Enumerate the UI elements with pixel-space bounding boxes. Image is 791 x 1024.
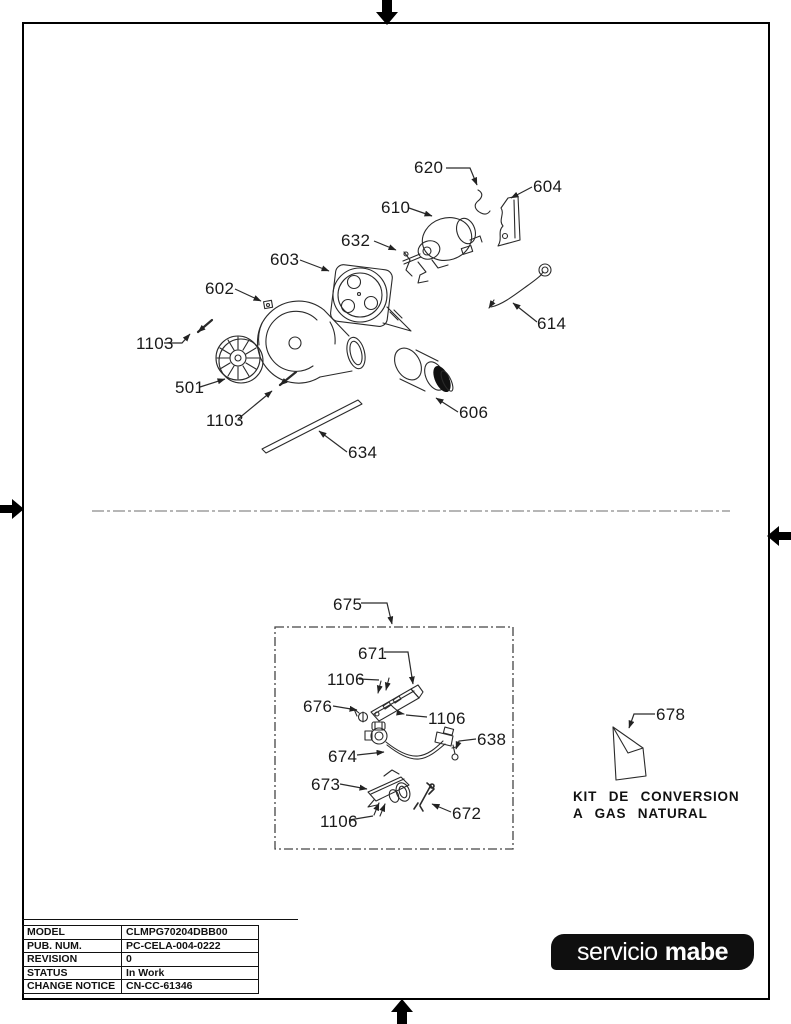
leader-lines bbox=[164, 167, 655, 821]
part-label-638: 638 bbox=[477, 730, 507, 749]
logo-word-mabe: mabe bbox=[664, 937, 729, 966]
part-label-675: 675 bbox=[333, 595, 363, 614]
leader-614 bbox=[512, 302, 538, 323]
part-label-634: 634 bbox=[348, 443, 378, 462]
info-table: MODEL CLMPG70204DBB00 PUB. NUM. PC-CELA-… bbox=[22, 925, 259, 994]
leader-603 bbox=[299, 259, 330, 272]
direction-arrows-1106a bbox=[376, 677, 391, 694]
leader-674 bbox=[356, 749, 385, 756]
part-label-678: 678 bbox=[656, 705, 686, 724]
gas-valve-674-drawing bbox=[364, 721, 455, 760]
gas-kit-note: KIT DE CONVERSION A GAS NATURAL bbox=[573, 788, 739, 822]
part-label-602: 602 bbox=[205, 279, 235, 298]
direction-arrow-1106b bbox=[390, 704, 405, 716]
part-label-676: 676 bbox=[303, 697, 333, 716]
part-label-632: 632 bbox=[341, 231, 371, 250]
part-label-604: 604 bbox=[533, 177, 563, 196]
leader-675 bbox=[361, 602, 394, 625]
part-label-501: 501 bbox=[175, 378, 205, 397]
part-label-620: 620 bbox=[414, 158, 444, 177]
logo-word-servicio: servicio bbox=[576, 937, 658, 966]
part-label-1103-b: 1103 bbox=[206, 411, 244, 430]
bracket-632-drawing bbox=[403, 251, 429, 284]
screw-1103a-drawing bbox=[196, 318, 214, 334]
leader-610 bbox=[408, 207, 433, 217]
table-field-label: STATUS bbox=[22, 965, 122, 980]
part-label-671: 671 bbox=[358, 644, 388, 663]
leader-673 bbox=[339, 783, 368, 791]
elbow-duct-606-drawing bbox=[394, 347, 454, 393]
clip-676-drawing bbox=[353, 708, 369, 723]
table-field-value: In Work bbox=[121, 965, 259, 980]
part-label-1106-a: 1106 bbox=[327, 670, 365, 689]
part-label-1103-a: 1103 bbox=[136, 334, 174, 353]
registration-arrow-right bbox=[767, 526, 791, 546]
table-row-status: STATUS In Work bbox=[22, 965, 259, 980]
registration-arrow-bottom bbox=[391, 999, 413, 1024]
part-label-674: 674 bbox=[328, 747, 358, 766]
leader-634 bbox=[318, 430, 348, 453]
leader-501 bbox=[199, 378, 226, 388]
leader-638 bbox=[455, 738, 477, 750]
screw-1103b-drawing bbox=[278, 370, 298, 387]
electrode-672-drawing bbox=[413, 782, 435, 812]
table-row-change-notice: CHANGE NOTICE CN-CC-61346 bbox=[22, 979, 259, 994]
leader-632 bbox=[373, 240, 397, 251]
table-row-model: MODEL CLMPG70204DBB00 bbox=[22, 925, 259, 940]
gas-kit-note-line2: A GAS NATURAL bbox=[573, 806, 708, 821]
leader-1106b bbox=[405, 714, 428, 718]
leader-602 bbox=[234, 288, 262, 302]
leader-676 bbox=[332, 705, 358, 712]
clip-620-drawing bbox=[474, 189, 491, 215]
part-label-673: 673 bbox=[311, 775, 341, 794]
leader-606 bbox=[435, 397, 459, 413]
leader-604 bbox=[510, 186, 533, 199]
leader-678 bbox=[628, 713, 655, 729]
motor-610-drawing bbox=[402, 217, 483, 269]
leader-672 bbox=[431, 803, 452, 813]
table-field-label: CHANGE NOTICE bbox=[22, 979, 122, 994]
burner-673-drawing bbox=[367, 769, 411, 808]
seal-strip-634-drawing bbox=[261, 399, 363, 454]
gas-kit-note-line1: KIT DE CONVERSION bbox=[573, 789, 740, 804]
direction-arrows-1106c bbox=[373, 802, 386, 817]
igniter-bracket-671-drawing bbox=[370, 684, 424, 722]
gas-kit-dashed-box bbox=[274, 626, 514, 850]
table-field-label: MODEL bbox=[22, 925, 122, 940]
table-field-label: PUB. NUM. bbox=[22, 938, 122, 953]
part-label-603: 603 bbox=[270, 250, 300, 269]
leader-1103a bbox=[164, 333, 191, 344]
servicio-mabe-logo: servicio mabe bbox=[551, 934, 754, 970]
screw-638-drawing bbox=[451, 744, 459, 761]
part-label-606: 606 bbox=[459, 403, 489, 422]
part-label-610: 610 bbox=[381, 198, 411, 217]
title-block-top-rule bbox=[22, 919, 298, 920]
table-row-pubnum: PUB. NUM. PC-CELA-004-0222 bbox=[22, 938, 259, 953]
part-label-1106-c: 1106 bbox=[320, 812, 358, 831]
leader-1103b bbox=[237, 390, 273, 420]
table-row-revision: REVISION 0 bbox=[22, 952, 259, 967]
table-field-value: PC-CELA-004-0222 bbox=[121, 938, 259, 953]
envelope-678-drawing bbox=[612, 726, 647, 781]
part-label-1106-b: 1106 bbox=[428, 709, 466, 728]
registration-arrow-top bbox=[376, 0, 398, 25]
part-label-614: 614 bbox=[537, 314, 567, 333]
leader-1106c bbox=[348, 815, 374, 821]
leader-1106a bbox=[358, 678, 380, 681]
bracket-604-drawing bbox=[497, 195, 521, 247]
leader-671 bbox=[384, 651, 415, 685]
drawing-border bbox=[22, 22, 770, 1000]
mounting-plate-603-drawing bbox=[330, 264, 412, 332]
table-field-value: CN-CC-61346 bbox=[121, 979, 259, 994]
registration-arrow-left bbox=[0, 499, 24, 519]
blower-wheel-501-drawing bbox=[215, 335, 264, 384]
leader-620 bbox=[446, 167, 478, 186]
table-field-label: REVISION bbox=[22, 952, 122, 967]
wire-614-drawing bbox=[488, 263, 552, 309]
blower-housing-602-drawing bbox=[257, 299, 366, 384]
table-field-value: CLMPG70204DBB00 bbox=[121, 925, 259, 940]
table-field-value: 0 bbox=[121, 952, 259, 967]
part-label-672: 672 bbox=[452, 804, 482, 823]
